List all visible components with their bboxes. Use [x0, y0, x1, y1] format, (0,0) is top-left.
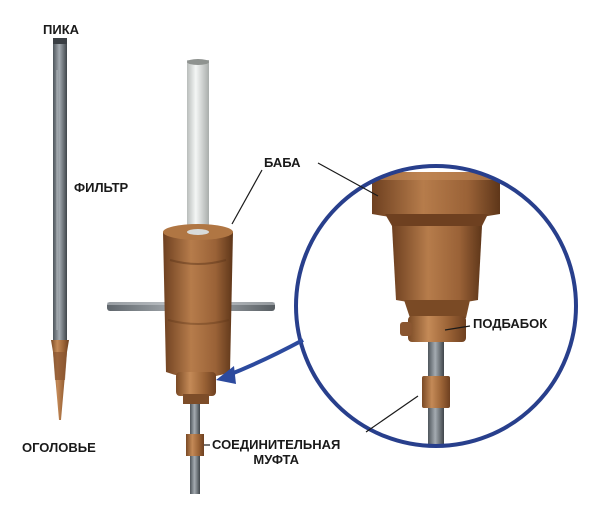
- driving-assembly: [107, 59, 275, 494]
- zoom-arrow: [216, 338, 304, 384]
- leader-baba-small: [231, 169, 263, 225]
- podbabok-zoomed: [408, 316, 466, 342]
- label-filtr: ФИЛЬТР: [74, 180, 129, 195]
- baba-cap-zoomed: [372, 172, 500, 220]
- baba-body-zoomed: [392, 226, 482, 304]
- leader-mufta-zoomed: [365, 395, 419, 433]
- zoom-callout: [294, 164, 578, 448]
- podbabok-small: [176, 372, 216, 396]
- leader-podbabok: [444, 325, 471, 331]
- leader-baba-zoomed: [317, 162, 379, 197]
- label-mufta-line1: СОЕДИНИТЕЛЬНАЯ: [212, 437, 341, 452]
- baba-weight: [163, 226, 233, 378]
- label-pika: ПИКА: [43, 22, 80, 37]
- guide-pipe: [187, 60, 209, 255]
- leader-lines: [204, 162, 471, 446]
- pika-rod: [51, 38, 69, 420]
- label-podbabok: ПОДБАБОК: [473, 316, 548, 331]
- callout-circle: [294, 164, 578, 448]
- label-mufta: СОЕДИНИТЕЛЬНАЯ МУФТА: [212, 437, 340, 467]
- filter-pipe: [53, 40, 67, 340]
- label-mufta-line2: МУФТА: [253, 452, 299, 467]
- coupling-zoomed: [422, 376, 450, 408]
- label-ogolovye: ОГОЛОВЬЕ: [22, 440, 96, 455]
- label-baba: БАБА: [264, 155, 301, 170]
- coupling: [186, 434, 204, 456]
